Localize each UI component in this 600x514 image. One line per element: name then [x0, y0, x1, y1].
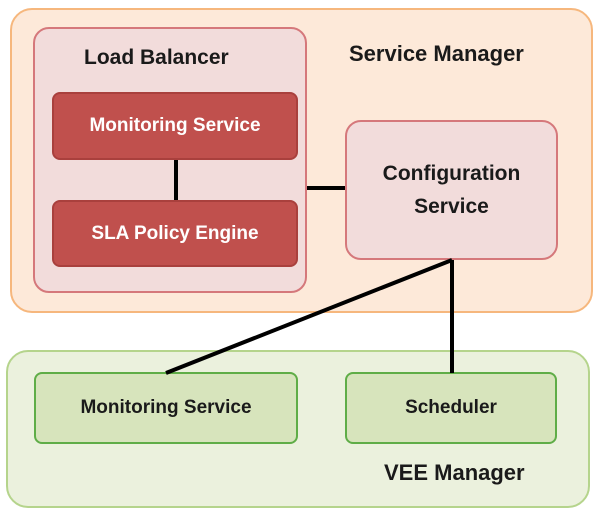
- service-manager-label: Service Manager: [349, 41, 524, 66]
- scheduler-box: Scheduler: [345, 372, 557, 444]
- connector-config-to-vee-monitoring: [165, 258, 453, 375]
- monitoring-service-box: Monitoring Service: [52, 92, 298, 160]
- configuration-service-line2: Service: [414, 195, 489, 218]
- configuration-service-box: Configuration Service: [345, 120, 558, 260]
- load-balancer-label: Load Balancer: [84, 46, 229, 69]
- vee-manager-label: VEE Manager: [384, 460, 525, 485]
- configuration-service-line1: Configuration: [382, 162, 521, 185]
- vee-monitoring-service-box: Monitoring Service: [34, 372, 298, 444]
- sla-policy-engine-box: SLA Policy Engine: [52, 200, 298, 267]
